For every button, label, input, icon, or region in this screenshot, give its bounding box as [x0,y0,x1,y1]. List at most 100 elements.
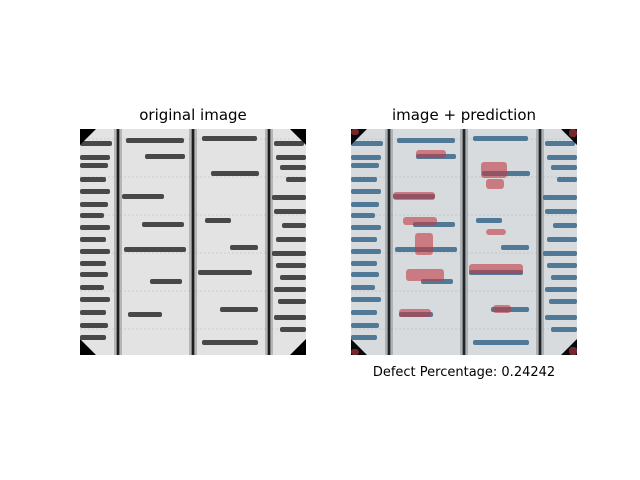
orig-finger-mark [282,223,306,228]
orig-finger-mark [80,213,104,218]
pred-finger-mark [351,225,381,230]
pred-finger-mark [476,218,502,223]
orig-finger-mark [80,297,110,302]
pred-finger-mark [351,163,379,168]
defect-region [486,229,506,235]
orig-finger-mark [274,315,306,320]
orig-finger-mark [145,154,185,159]
orig-finger-mark [80,202,108,207]
blue-tint-overlay [351,129,577,355]
orig-corner-bottom-right [290,339,306,355]
orig-finger-mark [124,247,186,252]
pred-finger-mark [351,285,375,290]
pred-finger-mark [547,237,577,242]
orig-finger-mark [205,218,231,223]
prediction-overlay-image [351,129,577,355]
orig-finger-mark [280,275,306,280]
pred-finger-mark [351,213,375,218]
orig-finger-mark [280,165,306,170]
pred-finger-mark [473,340,529,345]
pred-finger-mark [351,297,381,302]
pred-busbar [462,129,466,355]
orig-finger-mark [280,327,306,332]
orig-finger-mark [142,222,184,227]
orig-finger-mark [286,177,306,182]
orig-finger-mark [274,209,306,214]
orig-finger-mark [80,225,110,230]
pred-finger-mark [351,202,379,207]
orig-finger-mark [278,299,306,304]
pred-busbar-edge [466,129,468,355]
panel-title-prediction: image + prediction [391,106,537,124]
solar-cell-image [80,129,306,355]
orig-finger-mark [274,287,306,292]
orig-busbar-edge [120,129,122,355]
orig-finger-mark [80,323,108,328]
pred-finger-mark [543,251,577,256]
defect-region [393,192,435,200]
orig-finger-mark [272,195,306,200]
orig-finger-mark [198,270,252,275]
orig-finger-mark [80,249,110,254]
defect-region [486,179,504,189]
orig-finger-mark [150,279,182,284]
pred-busbar [387,129,391,355]
pred-busbar-edge [385,129,387,355]
pred-finger-mark [545,209,577,214]
orig-finger-mark [80,310,106,315]
solar-cell-prediction-image [351,129,577,355]
pred-finger-mark [551,327,577,332]
defect-region [415,233,433,255]
pred-finger-mark [351,310,377,315]
orig-finger-mark [80,237,106,242]
pred-busbar-edge [460,129,462,355]
defect-region [399,309,431,317]
pred-finger-mark [351,177,377,182]
pred-finger-mark [351,335,377,340]
defect-region [493,305,511,313]
pred-finger-mark [547,263,577,268]
defect-region [351,349,359,355]
orig-finger-mark [276,155,306,160]
orig-finger-mark [276,237,306,242]
pred-finger-mark [351,155,381,160]
orig-finger-mark [80,335,106,340]
orig-finger-mark [211,171,259,176]
orig-finger-mark [80,163,108,168]
defect-region [416,150,446,158]
pred-finger-mark [351,261,377,266]
orig-finger-mark [220,307,258,312]
orig-finger-mark [122,194,164,199]
orig-busbar [267,129,271,355]
pred-finger-mark [545,315,577,320]
pred-finger-mark [351,189,381,194]
pred-finger-mark [351,323,379,328]
orig-finger-mark [276,263,306,268]
orig-corner-top-left [80,129,96,145]
orig-corner-bottom-left [80,339,96,355]
pred-finger-mark [351,272,379,277]
pred-finger-mark [351,249,381,254]
pred-finger-mark [551,275,577,280]
orig-busbar [116,129,120,355]
defect-region [351,129,359,135]
orig-finger-mark [230,245,258,250]
defect-region [569,347,577,355]
orig-busbar-edge [265,129,267,355]
orig-busbar [191,129,195,355]
defect-region [569,129,577,137]
orig-finger-mark [80,189,110,194]
pred-finger-mark [501,245,529,250]
defect-region [481,162,507,178]
orig-corner-top-right [290,129,306,145]
pred-finger-mark [351,141,383,146]
pred-busbar [538,129,542,355]
orig-busbar-edge [195,129,197,355]
pred-finger-mark [547,155,577,160]
orig-finger-mark [202,340,258,345]
orig-finger-mark [80,272,108,277]
pred-finger-mark [473,136,528,141]
pred-busbar-edge [542,129,544,355]
defect-region [403,217,437,225]
pred-finger-mark [553,223,577,228]
